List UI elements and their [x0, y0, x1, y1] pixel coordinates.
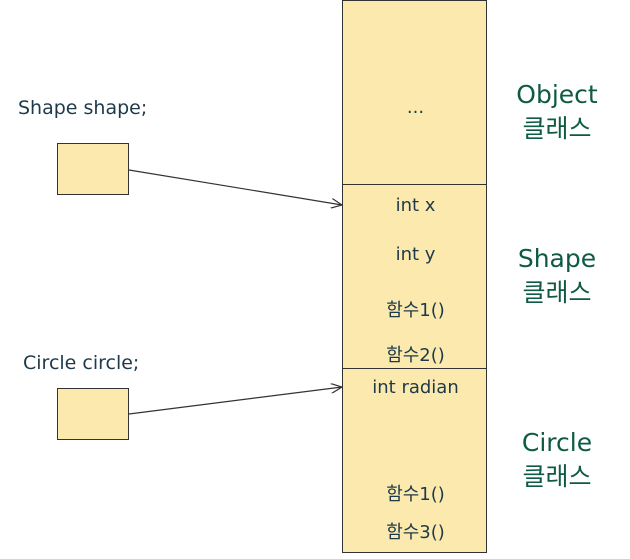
circle-class-name: Circle — [521, 428, 593, 457]
object-class-label: Object 클래스 — [497, 78, 617, 146]
circle-reference-box — [57, 388, 129, 440]
shape-reference-box — [57, 143, 129, 195]
circle-class-suffix: 클래스 — [522, 462, 592, 491]
shape-class-block: int x int y 함수1() 함수2() — [342, 184, 487, 369]
object-class-name: Object — [516, 80, 598, 109]
shape-class-label: Shape 클래스 — [497, 242, 617, 310]
shape-member-int-x: int x — [395, 195, 436, 216]
object-class-block: ... — [342, 0, 487, 185]
circle-variable-declaration: Circle circle; — [23, 352, 140, 374]
object-class-suffix: 클래스 — [522, 114, 592, 143]
circle-member-func1: 함수1() — [386, 484, 445, 505]
circle-class-label: Circle 클래스 — [497, 426, 617, 494]
shape-class-name: Shape — [517, 244, 597, 273]
circle-class-block: int radian 함수1() 함수3() — [342, 368, 487, 553]
shape-reference-arrow — [128, 169, 342, 205]
shape-member-int-y: int y — [395, 244, 436, 265]
object-member-ellipsis: ... — [406, 97, 425, 118]
circle-reference-arrow — [128, 387, 342, 415]
shape-member-func1: 함수1() — [386, 300, 445, 321]
shape-class-suffix: 클래스 — [522, 278, 592, 307]
circle-member-int-radian: int radian — [372, 377, 459, 398]
circle-member-func3: 함수3() — [386, 522, 445, 543]
shape-member-func2: 함수2() — [386, 345, 445, 366]
shape-variable-declaration: Shape shape; — [18, 97, 148, 119]
